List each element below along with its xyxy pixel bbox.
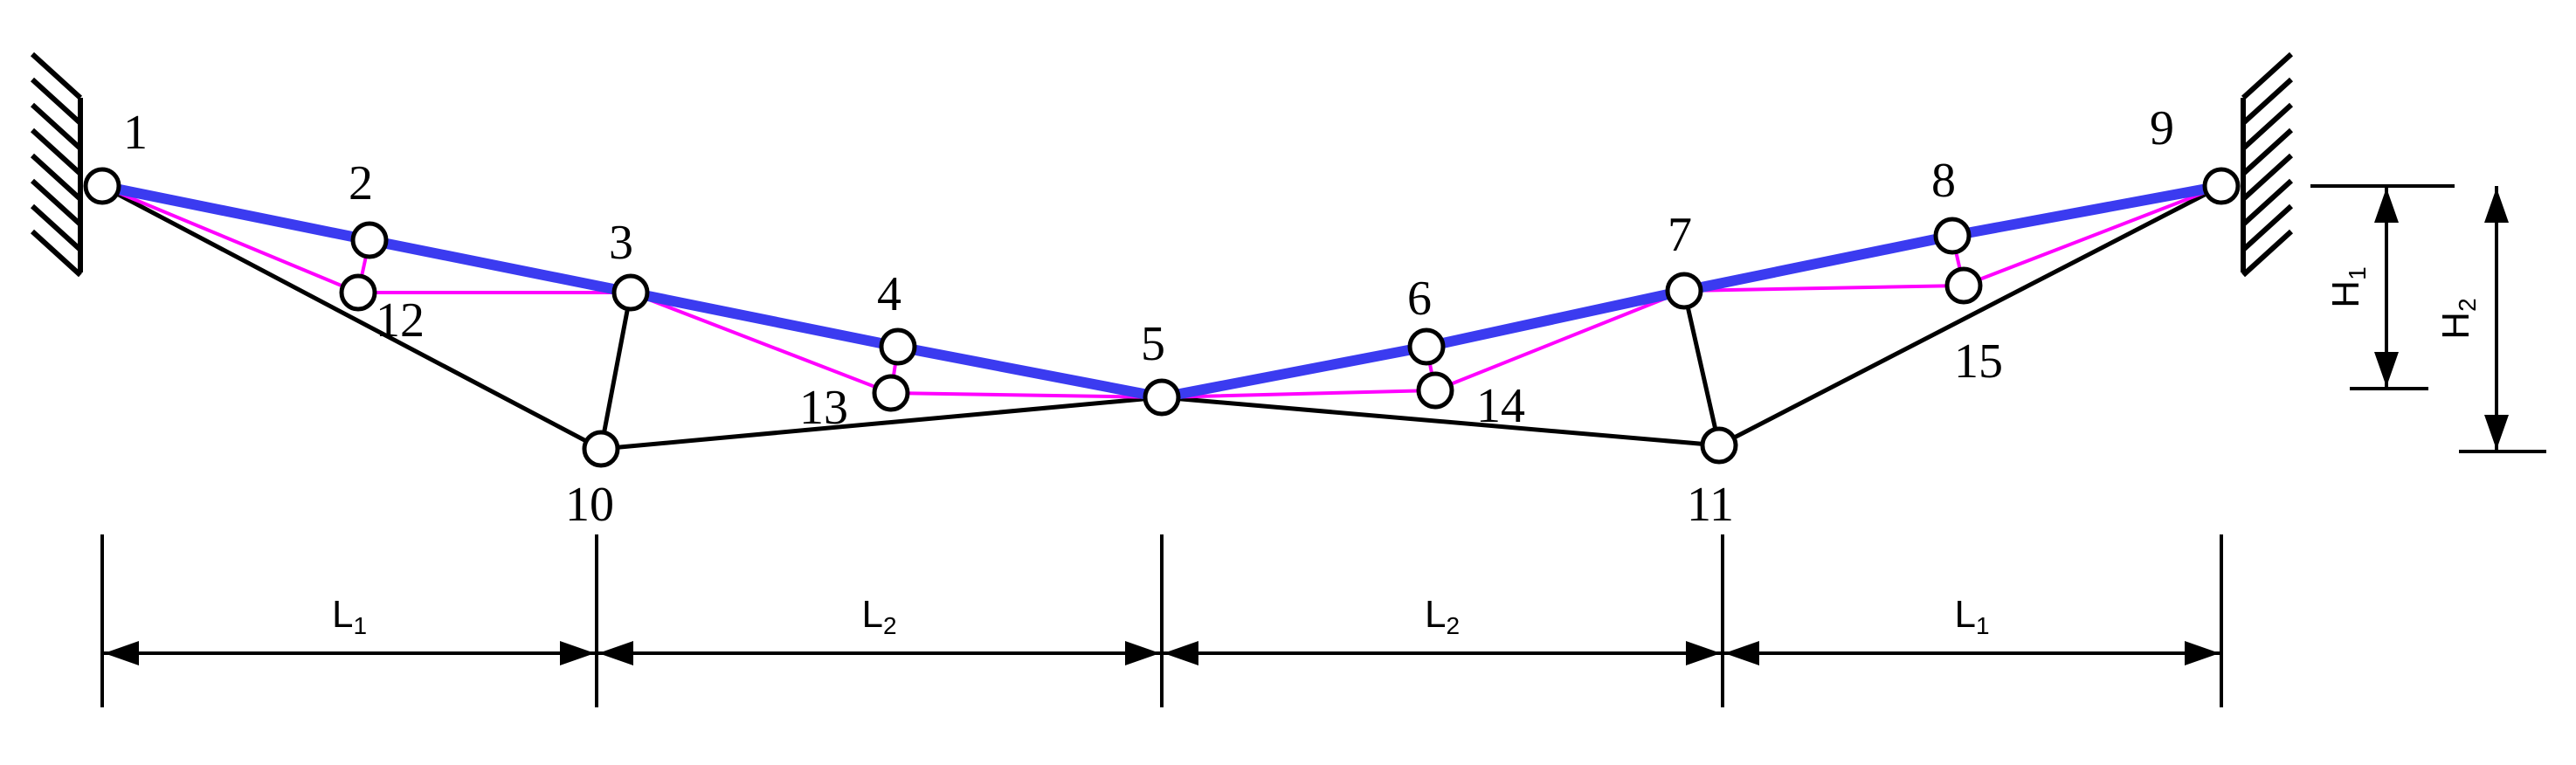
member-7-8 [1679, 231, 1958, 296]
span-dimension-1: L1 [102, 593, 597, 665]
node-14 [1416, 371, 1454, 410]
member-11-9 [1716, 183, 2224, 448]
node-label-9: 9 [2150, 101, 2174, 155]
node-11 [1700, 426, 1738, 465]
node-label-10: 10 [565, 478, 614, 532]
node-4 [879, 327, 917, 366]
span-dimension-3: L2 [1162, 593, 1723, 665]
node-label-2: 2 [349, 156, 373, 210]
span-dimension-2: L2 [597, 593, 1162, 665]
node-3 [611, 273, 650, 312]
node-1 [83, 167, 121, 205]
member-1-10 [100, 183, 604, 451]
member-1-12 [100, 184, 360, 294]
member-5-14 [1160, 389, 1437, 399]
node-9 [2202, 167, 2241, 205]
member-7-15 [1682, 284, 1965, 293]
truss-nodes [83, 167, 2241, 468]
bottom-members [100, 183, 2224, 451]
member-8-9 [1947, 181, 2227, 241]
node-12 [339, 273, 377, 312]
span-dimension-4: L1 [1723, 593, 2221, 665]
node-13 [872, 374, 910, 412]
node-label-8: 8 [1931, 154, 1956, 208]
fixed-supports [30, 52, 2294, 278]
node-label-11: 11 [1687, 478, 1734, 532]
node-label-12: 12 [376, 293, 425, 348]
node-label-1: 1 [123, 106, 148, 160]
node-label-6: 6 [1407, 272, 1432, 326]
member-10-5 [598, 395, 1164, 451]
span-dimension-label: L1 [1954, 593, 1989, 639]
height-dimension-label: H1 [2324, 266, 2371, 307]
inner-members [100, 184, 2223, 399]
member-5-6 [1157, 341, 1432, 403]
member-15-9 [1962, 184, 2223, 287]
node-15 [1944, 266, 1983, 305]
member-6-7 [1421, 286, 1689, 352]
node-label-4: 4 [877, 267, 901, 321]
node-7 [1665, 272, 1703, 310]
height-dimension-1: H1 [2324, 186, 2399, 389]
fixed-support-9 [2241, 52, 2294, 278]
member-11-7 [1682, 288, 1722, 448]
member-13-5 [889, 391, 1164, 399]
node-label-3: 3 [609, 216, 633, 270]
member-3-4 [625, 287, 903, 352]
node-label-13: 13 [799, 381, 848, 435]
node-2 [350, 221, 389, 259]
top-chord-members [97, 181, 2227, 403]
node-label-5: 5 [1141, 317, 1165, 371]
node-label-14: 14 [1476, 379, 1525, 433]
span-dimension-label: L2 [861, 593, 896, 639]
height-dimension-2: H2 [2434, 186, 2509, 451]
member-5-11 [1159, 395, 1722, 448]
span-dimension-label: L1 [332, 593, 367, 639]
node-5 [1143, 378, 1181, 417]
node-label-15: 15 [1954, 334, 2003, 389]
height-dimension-label: H2 [2434, 298, 2481, 339]
node-label-7: 7 [1668, 208, 1692, 262]
member-4-5 [893, 341, 1167, 403]
member-2-3 [364, 235, 636, 298]
member-3-13 [629, 291, 893, 395]
member-1-2 [97, 181, 375, 245]
member-10-3 [598, 290, 633, 451]
fixed-support-1 [30, 52, 83, 278]
node-8 [1933, 217, 1972, 255]
span-dimension-label: L2 [1425, 593, 1460, 639]
member-14-7 [1433, 289, 1686, 392]
node-10 [582, 430, 620, 468]
node-6 [1407, 327, 1446, 366]
